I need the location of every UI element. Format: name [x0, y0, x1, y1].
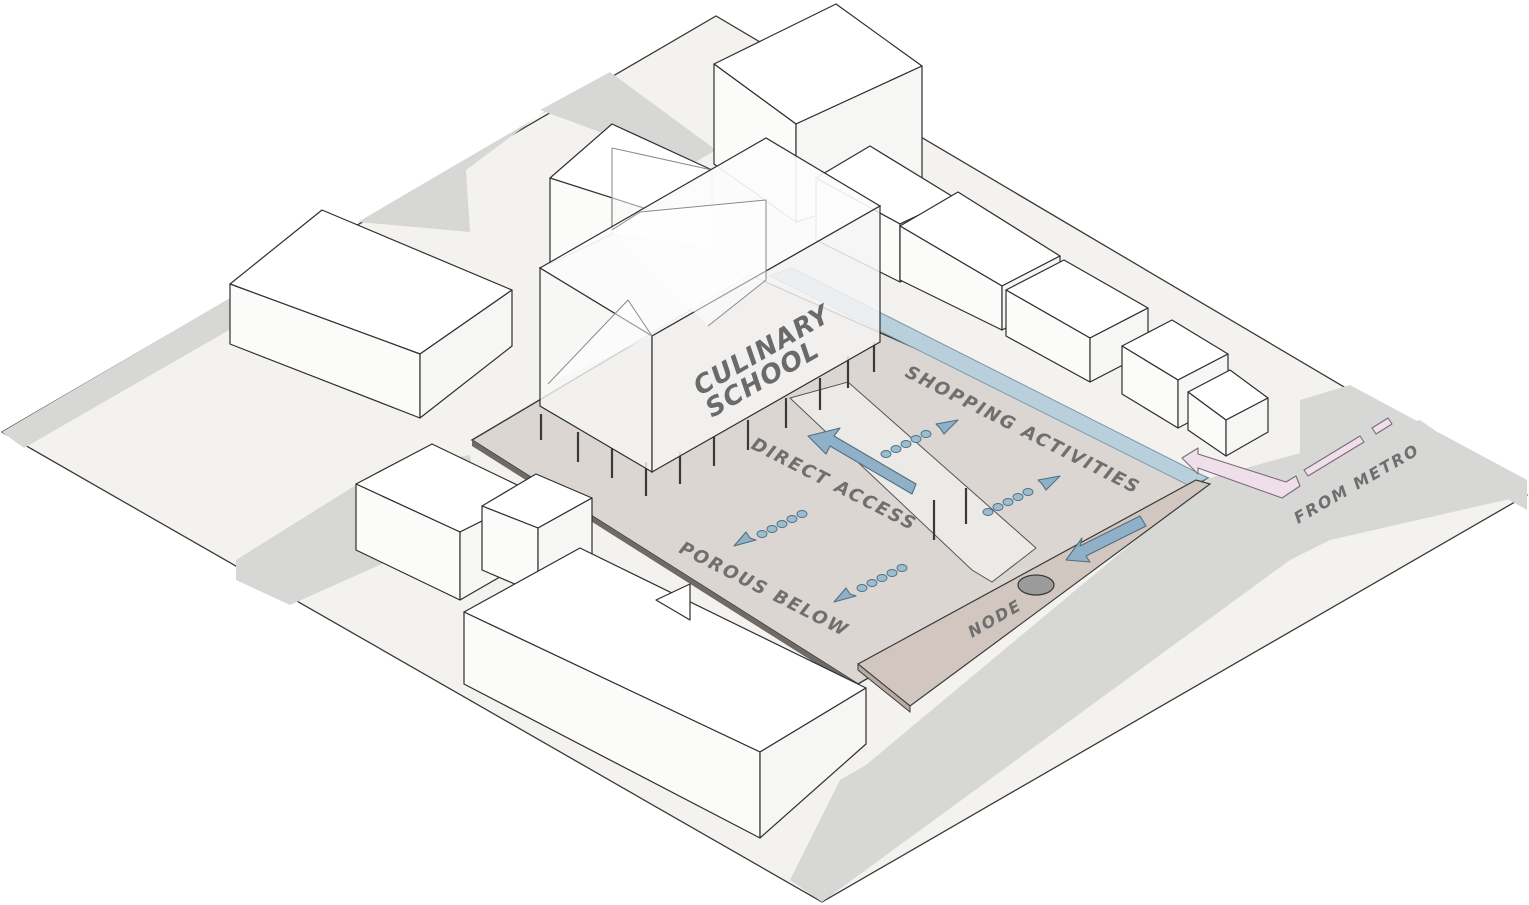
flow-dots [756, 430, 1034, 592]
arrow-direct-access [807, 427, 917, 495]
node-wedge-edge [857, 662, 911, 714]
metro-dash-2 [1371, 417, 1393, 435]
arrow-shopping-east [1037, 475, 1061, 491]
road-east-crossing [1300, 385, 1527, 510]
arrow-porous-south [833, 587, 857, 603]
building-west-long [229, 209, 513, 419]
metro-path-arrow [1181, 417, 1393, 499]
road-south-lower [790, 760, 900, 902]
metro-dash-1 [1303, 435, 1365, 477]
pilotis-columns [539, 342, 968, 540]
building-south-long [463, 547, 867, 839]
node-marker [1017, 574, 1055, 596]
flow-arrows [733, 419, 1147, 603]
building-north-east-3 [1005, 259, 1149, 383]
arrow-porous-west [733, 531, 757, 547]
building-north-east-5 [1187, 369, 1269, 457]
road-northwest-strip [540, 72, 716, 165]
road-west [2, 298, 250, 448]
arrow-shopping-north [935, 419, 959, 435]
culinary-school-building [538, 137, 882, 474]
metro-arrow [1181, 447, 1301, 499]
arrow-from-node [1065, 515, 1147, 563]
